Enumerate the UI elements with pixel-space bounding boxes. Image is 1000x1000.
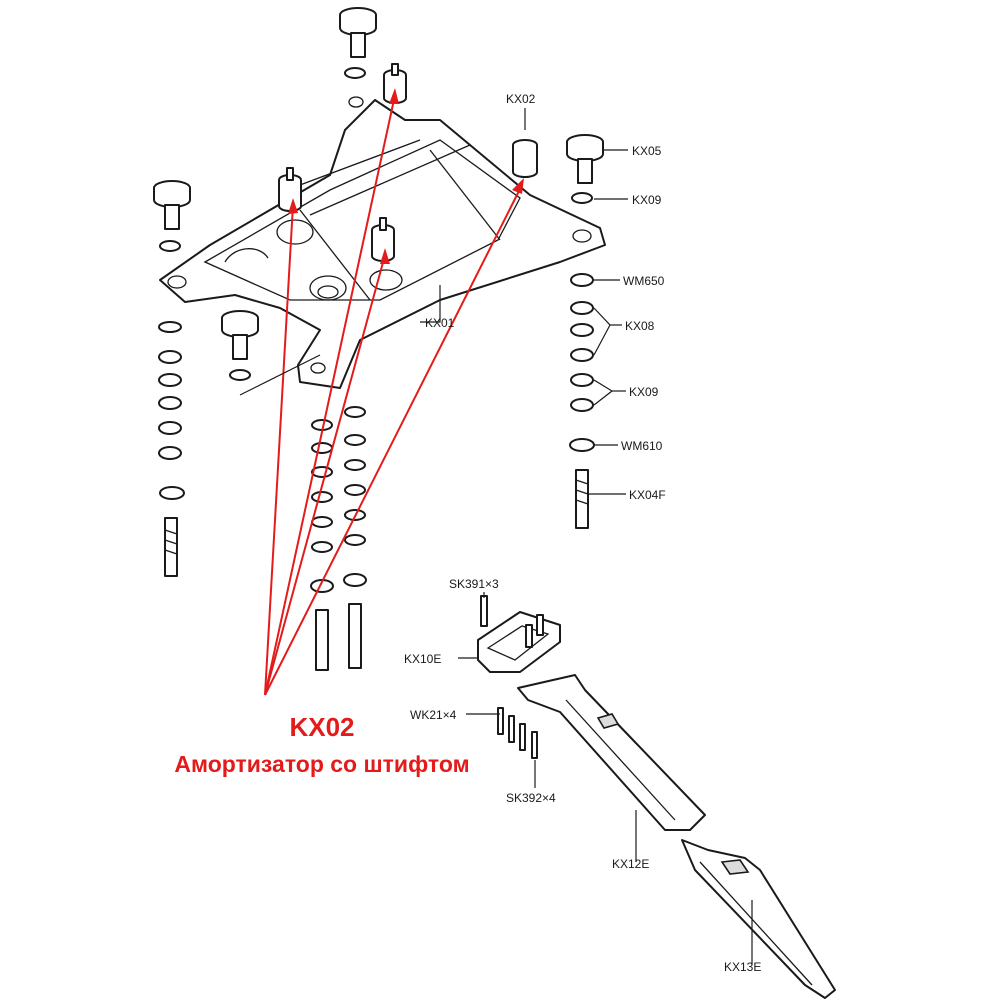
shoulder-bolt [153,180,191,252]
shoulder-bolt-group [153,7,604,381]
label-kx04f: KX04F [629,488,666,502]
bracket [477,595,561,673]
callout-pointer-lines [264,88,524,696]
arm-upper [517,674,706,831]
shoulder-bolt [221,310,259,381]
label-sk392: SK392×4 [506,791,556,805]
label-wk21: WK21×4 [410,708,457,722]
label-kx10e: KX10E [404,652,441,666]
label-wm610: WM610 [621,439,663,453]
callout: KX02 Амортизатор со штифтом [174,712,469,777]
shock-absorber [512,139,538,178]
small-screws [497,707,538,759]
callout-code: KX02 [289,712,354,742]
shoulder-bolt [339,7,377,79]
shock-absorber [371,217,395,262]
shoulder-bolt [566,134,604,204]
label-kx08: KX08 [625,319,655,333]
label-sk391: SK391×3 [449,577,499,591]
middle-washer-stack [310,406,367,671]
part-labels: KX02 KX05 KX09 WM650 KX08 KX09 WM610 KX0… [404,92,761,974]
right-washer-stack [569,273,595,529]
label-kx13e: KX13E [724,960,761,974]
label-wm650: WM650 [623,274,665,288]
label-kx12e: KX12E [612,857,649,871]
shock-absorber-group [278,63,538,262]
shock-absorber [278,167,302,212]
label-kx09-top: KX09 [632,193,662,207]
label-kx01: KX01 [425,316,455,330]
label-kx02: KX02 [506,92,536,106]
callout-description: Амортизатор со штифтом [174,751,469,777]
label-kx09-mid: KX09 [629,385,659,399]
leader-lines [239,108,753,965]
label-kx05: KX05 [632,144,662,158]
arm-lower [681,839,836,999]
left-washer-stack [158,321,185,577]
